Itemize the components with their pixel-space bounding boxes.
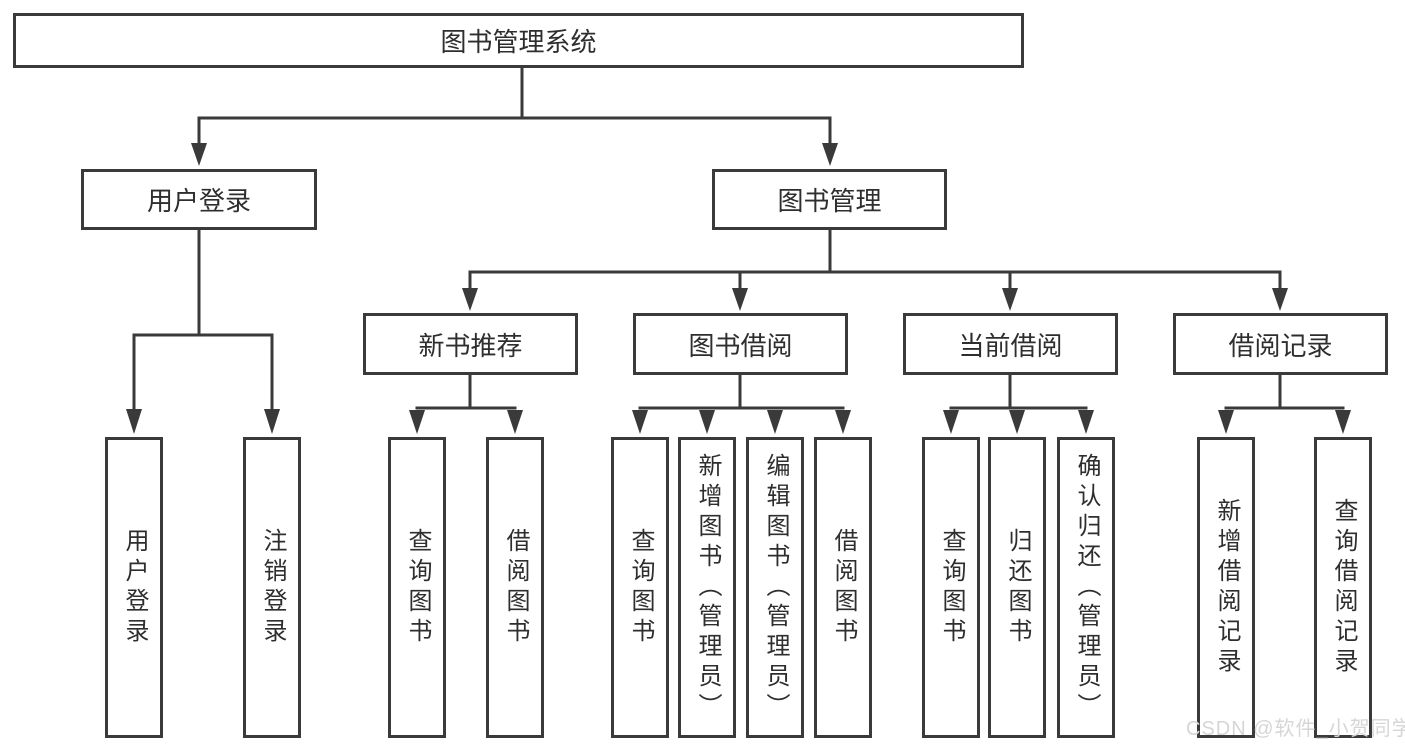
leaf-borrow-books-borrow: 借阅图书 bbox=[814, 437, 872, 738]
node-label: 借阅图书 bbox=[502, 527, 529, 648]
leaf-return-books: 归还图书 bbox=[988, 437, 1046, 738]
arrowhead-icon bbox=[699, 410, 715, 434]
connector-group-root bbox=[191, 66, 838, 166]
node-label: 归还图书 bbox=[1004, 527, 1031, 648]
arrowhead-icon bbox=[462, 288, 478, 311]
leaf-query-borrow-record: 查询借阅记录 bbox=[1314, 437, 1372, 738]
node-label: 查询图书 bbox=[627, 527, 654, 648]
node-label: 当前借阅 bbox=[958, 330, 1063, 361]
node-label: 查询图书 bbox=[404, 527, 431, 648]
node-label: 注销登录 bbox=[259, 527, 286, 648]
arrowhead-icon bbox=[191, 143, 207, 166]
connector-group-borrow-records bbox=[1218, 374, 1351, 434]
leaf-query-books-borrow: 查询图书 bbox=[611, 437, 669, 738]
leaf-confirm-return-admin: 确认归还（管理员） bbox=[1057, 437, 1115, 738]
connector-group-user-login bbox=[126, 229, 280, 434]
node-label: 借阅记录 bbox=[1228, 330, 1333, 361]
arrowhead-icon bbox=[632, 410, 648, 434]
leaf-user-login-action: 用户登录 bbox=[105, 437, 163, 738]
leaf-add-borrow-record: 新增借阅记录 bbox=[1197, 437, 1255, 738]
node-root-system: 图书管理系统 bbox=[13, 13, 1024, 68]
arrowhead-icon bbox=[264, 409, 280, 434]
connector-group-book-management bbox=[462, 229, 1288, 311]
node-label: 查询图书 bbox=[938, 527, 965, 648]
arrowhead-icon bbox=[1335, 410, 1351, 434]
arrowhead-icon bbox=[1218, 410, 1234, 434]
node-label: 编辑图书（管理员） bbox=[762, 452, 789, 723]
connector-group-book-borrow bbox=[632, 374, 851, 434]
node-label: 新增图书（管理员） bbox=[694, 452, 721, 723]
leaf-add-books-admin: 新增图书（管理员） bbox=[678, 437, 736, 738]
node-label: 图书管理 bbox=[777, 186, 882, 216]
arrowhead-icon bbox=[767, 410, 783, 434]
leaf-query-books-recommend: 查询图书 bbox=[388, 437, 446, 738]
node-label: 用户登录 bbox=[121, 527, 148, 648]
arrowhead-icon bbox=[1272, 288, 1288, 311]
node-label: 查询借阅记录 bbox=[1330, 497, 1357, 678]
arrowhead-icon bbox=[409, 410, 425, 434]
node-label: 新增借阅记录 bbox=[1213, 497, 1240, 678]
arrowhead-icon bbox=[732, 288, 748, 311]
csdn-watermark: CSDN @软件_小贺同学 bbox=[1186, 718, 1405, 740]
connector-group-new-book-recommend bbox=[409, 374, 523, 434]
node-label: 图书借阅 bbox=[688, 330, 793, 361]
node-new-book-recommend: 新书推荐 bbox=[363, 313, 578, 375]
node-label: 借阅图书 bbox=[830, 527, 857, 648]
arrowhead-icon bbox=[1009, 410, 1025, 434]
arrowhead-icon bbox=[126, 409, 142, 434]
connector-group-current-borrow bbox=[943, 374, 1094, 434]
node-user-login: 用户登录 bbox=[81, 169, 317, 230]
node-label: 用户登录 bbox=[146, 186, 251, 216]
arrowhead-icon bbox=[943, 410, 959, 434]
node-label: 确认归还（管理员） bbox=[1073, 452, 1100, 723]
node-label: 图书管理系统 bbox=[440, 27, 597, 57]
arrowhead-icon bbox=[835, 410, 851, 434]
node-label: 新书推荐 bbox=[418, 330, 523, 361]
arrowhead-icon bbox=[1078, 410, 1094, 434]
leaf-edit-books-admin: 编辑图书（管理员） bbox=[746, 437, 804, 738]
node-borrow-records: 借阅记录 bbox=[1173, 313, 1388, 375]
node-current-borrow: 当前借阅 bbox=[903, 313, 1118, 375]
leaf-borrow-books-recommend: 借阅图书 bbox=[486, 437, 544, 738]
arrowhead-icon bbox=[1002, 288, 1018, 311]
leaf-logout-action: 注销登录 bbox=[243, 437, 301, 738]
arrowhead-icon bbox=[822, 143, 838, 166]
node-book-borrow: 图书借阅 bbox=[633, 313, 848, 375]
leaf-query-books-current: 查询图书 bbox=[922, 437, 980, 738]
arrowhead-icon bbox=[507, 410, 523, 434]
node-book-management: 图书管理 bbox=[712, 169, 947, 230]
